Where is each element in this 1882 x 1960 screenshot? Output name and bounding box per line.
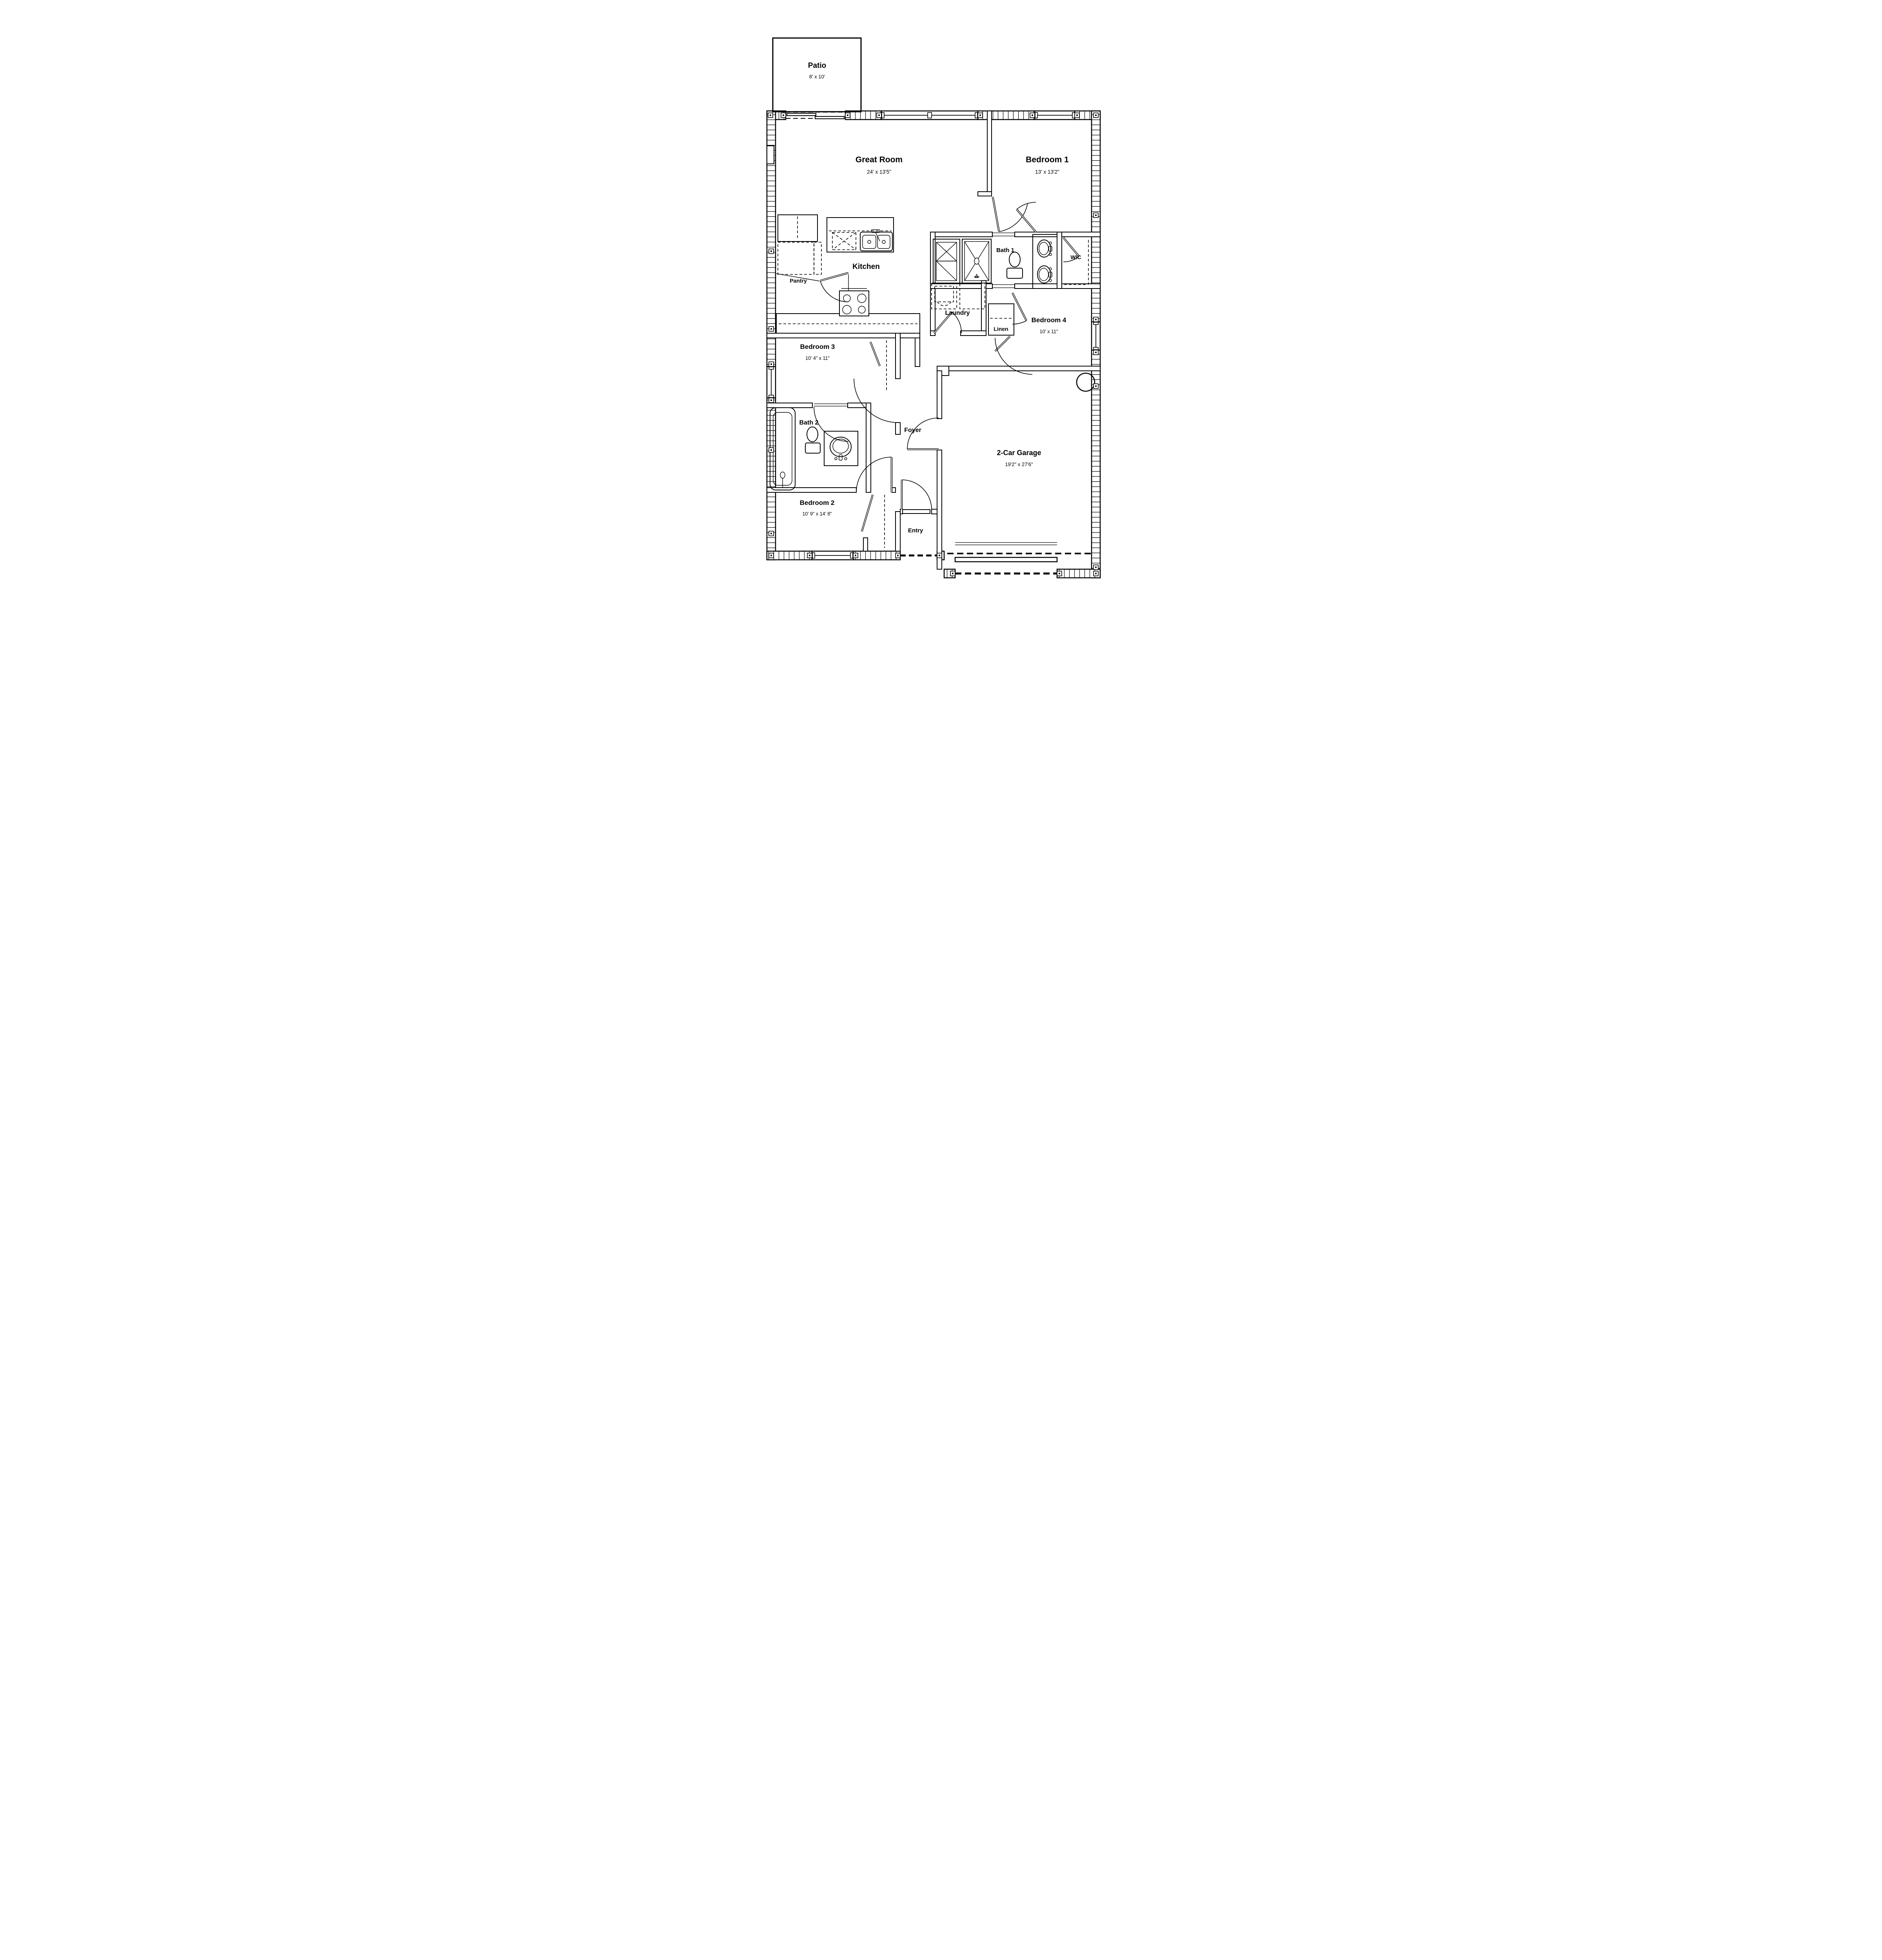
room-bath-1: Bath 1 [996,247,1014,254]
room-bedroom-4: Bedroom 4 10' x 11" [1032,316,1066,334]
room-dim-bedroom-3: 10' 4" x 11" [805,356,830,361]
room-dim-great-room: 24' x 13'5" [867,169,891,175]
room-label-wic: WIC [1070,254,1081,260]
bath2-toilet [805,426,821,454]
room-entry: Entry [908,527,923,534]
garage-door [954,542,1058,575]
room-laundry: Laundry [945,310,970,316]
room-garage: 2-Car Garage 19'2" x 27'6" [997,449,1041,467]
kitchen-counter [776,313,920,334]
room-dim-bedroom-4: 10' x 11" [1040,329,1058,334]
window-bedroom-3 [766,366,776,399]
room-label-bedroom-2: Bedroom 2 [800,499,835,506]
room-label-kitchen: Kitchen [852,263,880,271]
bedroom3-door-swing [854,378,898,423]
bedroom2-closet [861,494,885,548]
room-label-garage: 2-Car Garage [997,449,1041,457]
wic-shelving [1064,240,1089,285]
refrigerator [778,214,818,242]
room-kitchen: Kitchen [852,263,880,271]
room-patio: Patio 8' x 10' [808,62,826,80]
window-bedroom-2 [811,550,854,561]
room-dim-patio: 8' x 10' [809,74,825,80]
room-bath-2: Bath 2 [799,419,819,426]
room-dim-garage: 19'2" x 27'6" [1005,461,1033,467]
range-stove [839,288,869,316]
room-label-foyer: Foyer [904,427,921,434]
room-label-laundry: Laundry [945,310,970,316]
porch-edge [900,553,1091,557]
bath1-toilet [1006,252,1023,279]
room-label-great-room: Great Room [856,155,903,164]
room-label-bedroom-3: Bedroom 3 [800,343,835,350]
pantry-cabinets [778,242,822,275]
room-label-bedroom-4: Bedroom 4 [1032,316,1066,324]
room-label-bedroom-1: Bedroom 1 [1026,155,1069,164]
interior-walls [767,111,1101,570]
room-bedroom-3: Bedroom 3 10' 4" x 11" [800,343,835,361]
kitchen-island [827,217,894,252]
bedroom4-door-swing [995,292,1033,375]
room-great-room: Great Room 24' x 13'5" [856,155,903,175]
laundry-door-swing [933,311,962,334]
room-dim-bedroom-2: 10' 9" x 14' 8" [802,511,832,517]
bedroom1-door-swing [992,196,1028,232]
room-bedroom-1: Bedroom 1 13' x 13'2" [1026,155,1069,175]
pantry-door-swing [776,272,849,302]
linen-closet [988,303,1014,352]
kitchen-sink [860,229,893,251]
floor-plan-page: Patio 8' x 10' Great Room 24' x 13'5" Be… [736,0,1146,616]
room-foyer: Foyer [904,427,921,434]
patio-sliding-door [786,112,845,119]
bedroom3-closet [869,340,887,390]
bedroom2-door-swing [856,457,893,493]
washer [931,283,957,309]
floor-plan-drawing: Patio 8' x 10' Great Room 24' x 13'5" Be… [766,37,1101,579]
window-great-room [881,110,979,120]
window-bedroom-4 [1091,321,1101,351]
bath2-door-swing [814,403,849,442]
dryer [959,283,985,309]
room-bedroom-2: Bedroom 2 10' 9" x 14' 8" [800,499,835,517]
room-label-bath-1: Bath 1 [996,247,1014,254]
water-heater [1076,372,1095,392]
bath2-sink [824,431,858,466]
room-label-linen: Linen [994,326,1008,332]
front-door-swing [901,479,932,514]
bath1-shower [962,239,992,283]
wic-door-swing [1063,237,1080,262]
room-linen: Linen [994,326,1008,332]
room-label-patio: Patio [808,62,826,70]
room-wic: WIC [1070,254,1081,260]
room-dim-bedroom-1: 13' x 13'2" [1035,169,1059,175]
bath1-vanity-sinks [1032,234,1057,289]
room-pantry: Pantry [790,278,807,284]
room-label-bath-2: Bath 2 [799,419,819,426]
dishwasher [832,232,856,250]
room-label-pantry: Pantry [790,278,807,284]
room-label-entry: Entry [908,527,923,534]
hall-door-swing [1016,202,1037,233]
garage-entry-door-swing [907,417,939,450]
bath1-linen-closet [933,239,960,283]
window-bedroom-1 [1034,110,1075,120]
